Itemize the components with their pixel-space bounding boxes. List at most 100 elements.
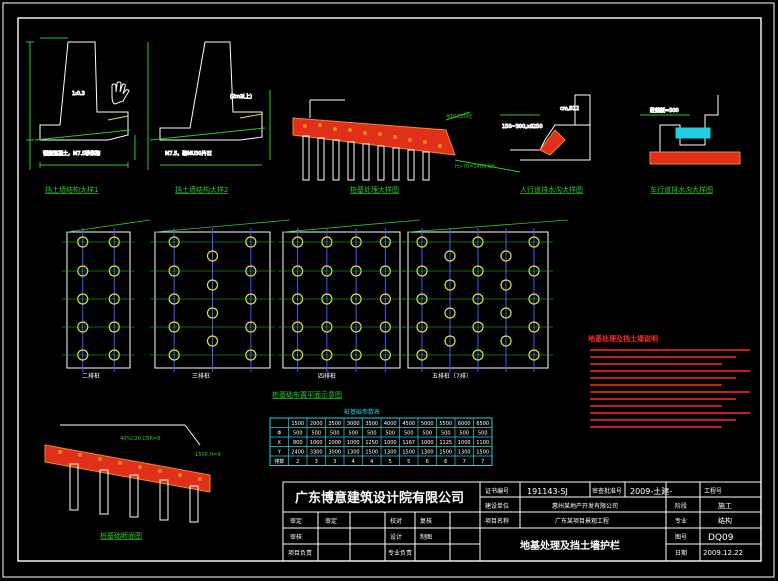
table-cell: 1000 (421, 440, 434, 446)
table-cell: 500 (441, 431, 451, 437)
retaining-wall-detail-1: 钢筋混凝土，M7.5砂浆砌 1:0.3 (26, 37, 136, 170)
label-construction-unit: 建设单位 (485, 502, 509, 510)
inner-border (17, 17, 762, 562)
table-cell: 1167 (402, 440, 415, 446)
table-cell: 1000 (384, 440, 397, 446)
table-cell: 6 (426, 459, 429, 465)
table-cell: 7 (463, 459, 466, 465)
drawing-title: 地基处理及挡土墙护栏 (520, 539, 620, 552)
pile-circle (444, 279, 456, 291)
table-cell: 1000 (458, 440, 471, 446)
table-cell: 2000 (310, 421, 323, 427)
table-cell: 1000 (347, 440, 360, 446)
table-cell: 3000 (347, 421, 360, 427)
value-construction-unit: 惠州某地产开发有限公司 (552, 502, 618, 510)
label-project-name: 项目名称 (485, 517, 509, 525)
table-cell: 6000 (458, 421, 471, 427)
table-cell: 500 (293, 431, 303, 437)
table-cell: 1250 (365, 440, 378, 446)
pile-dim-leader (282, 219, 421, 233)
label-checked: 审核 (290, 533, 302, 541)
table-cell: 500 (348, 431, 358, 437)
table-cell: 1500 (402, 450, 415, 456)
svg-text:砼盖板=500: 砼盖板=500 (650, 107, 679, 114)
table-cell: 500 (404, 431, 414, 437)
table-cell: 4500 (402, 421, 415, 427)
detail-title-5: 车行道排水沟大样图 (650, 185, 713, 194)
section-title: 桩基础断面图 (100, 531, 142, 540)
pile-plan-frame (66, 231, 131, 369)
company-name: 广东博意建筑设计院有限公司 (295, 490, 464, 506)
detail-title-1: 挡土墙结构大样1 (45, 185, 98, 194)
pile-circle (500, 307, 512, 319)
value-approved-sig: 审定 (325, 517, 337, 525)
table-cell: 1500 (365, 450, 378, 456)
label-drawing-no: 图号 (675, 534, 687, 541)
table-cell: 1000 (328, 440, 341, 446)
label-approved: 审定 (290, 517, 302, 525)
table-cell: 3500 (365, 421, 378, 427)
svg-text:M7.5，砌MU30片石: M7.5，砌MU30片石 (165, 150, 212, 157)
hand-pointer-icon[interactable] (111, 81, 130, 105)
pile-dim-leader (154, 219, 291, 233)
svg-text:钢筋混凝土，M7.5砂浆砌: 钢筋混凝土，M7.5砂浆砌 (43, 150, 100, 157)
value-discipline: 结构 (718, 516, 732, 525)
pile-circle (500, 250, 512, 262)
table-cell: 6500 (476, 421, 489, 427)
section-1-1: 40%C20,CBR=8 1500,H=9 (44, 424, 220, 523)
value-project-name: 广东某项目景观工程 (555, 517, 609, 525)
table-cell: X (278, 440, 282, 446)
pile-dim-leader (66, 219, 151, 233)
svg-text:(2m以上): (2m以上) (230, 93, 252, 100)
table-cell: 1500 (439, 450, 452, 456)
table-cell: 1500 (476, 450, 489, 456)
table-cell: 5500 (439, 421, 452, 427)
retaining-wall-detail-2: M7.5，砌MU30片石 (2m以上) (147, 41, 271, 170)
label-reviewed: 校对 (390, 517, 402, 525)
table-cell: 500 (459, 431, 469, 437)
table-cell: 500 (311, 431, 321, 437)
pile-dim-leader (407, 219, 569, 233)
pile-plan-label-1: 二排桩 (82, 372, 100, 380)
svg-text:40%C20,CBR=8: 40%C20,CBR=8 (120, 436, 160, 442)
table-cell: 500 (385, 431, 395, 437)
table-cell: 2 (296, 459, 299, 465)
pile-table-title: 桩基础参数表 (344, 408, 380, 416)
pile-circle (444, 250, 456, 262)
table-cell: 4000 (384, 421, 397, 427)
pile-plan-title: 桩基础布置平面示意图 (272, 390, 342, 399)
svg-text:cm,B12: cm,B12 (560, 106, 579, 112)
carriageway-drain-detail: 砼盖板=500 (640, 95, 741, 165)
table-cell: 500 (367, 431, 377, 437)
pile-plan-frame (282, 231, 401, 369)
table-cell: Φ (277, 431, 281, 437)
label-review-no: 审查批准号 (592, 487, 622, 495)
label-discipline-lead: 专业负责 (388, 549, 412, 557)
table-cell: 1000 (310, 440, 323, 446)
pile-circle (444, 307, 456, 319)
table-cell: 500 (330, 431, 340, 437)
value-date: 2009.12.22 (703, 549, 743, 557)
pile-plan-label-3: 四排桩 (318, 372, 336, 380)
notes-block: 地基处理及挡土墙说明 (588, 334, 750, 428)
svg-text:1:0.3: 1:0.3 (72, 91, 85, 97)
table-cell: 500 (478, 431, 488, 437)
label-stage: 阶段 (675, 502, 687, 510)
table-cell: 2500 (328, 421, 341, 427)
label-drawn: 制图 (420, 533, 432, 541)
table-cell: 1300 (347, 450, 360, 456)
table-cell: 1300 (384, 450, 397, 456)
svg-text:150~300,x6250: 150~300,x6250 (502, 124, 543, 130)
value-stage: 施工 (718, 501, 732, 510)
table-cell: 4 (352, 459, 355, 465)
detail-title-4: 人行道排水沟大样图 (520, 185, 583, 194)
table-cell: 3300 (310, 450, 323, 456)
label-project-lead: 项目负责 (288, 549, 312, 557)
label-verified: 复核 (420, 517, 432, 525)
table-cell: 7 (481, 459, 484, 465)
table-cell: 6 (444, 459, 447, 465)
label-designed: 设计 (390, 533, 402, 541)
